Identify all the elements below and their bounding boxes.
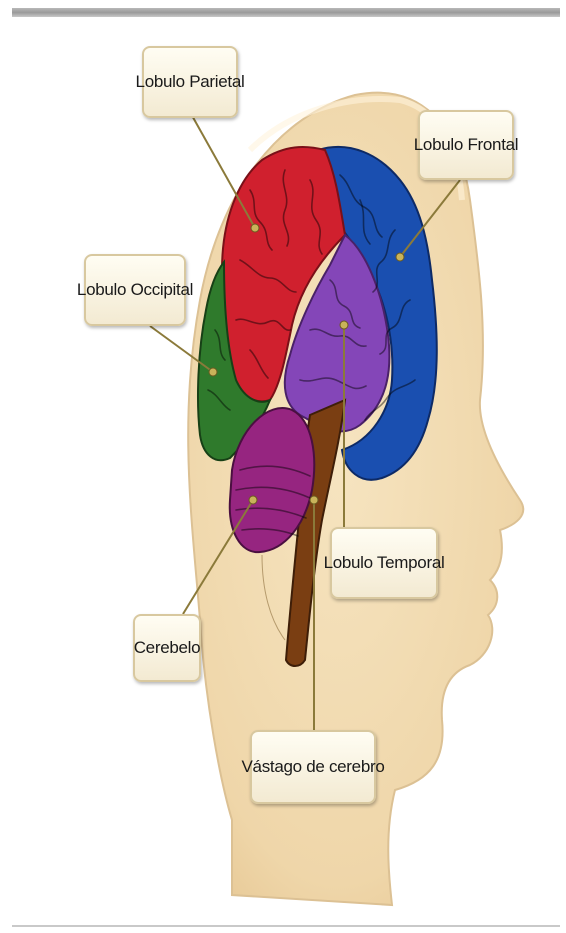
label-cerebellum: Cerebelo [133,614,201,682]
leader-parietal [190,112,255,228]
label-occipital-lobe: Lobulo Occipital [84,254,186,326]
label-frontal-lobe: Lobulo Frontal [418,110,514,180]
label-parietal-lobe: Lobulo Parietal [142,46,238,118]
label-temporal-lobe: Lobulo Temporal [330,527,438,599]
label-brain-stem: Vástago de cerebro [250,730,376,804]
bottom-divider [12,925,560,927]
